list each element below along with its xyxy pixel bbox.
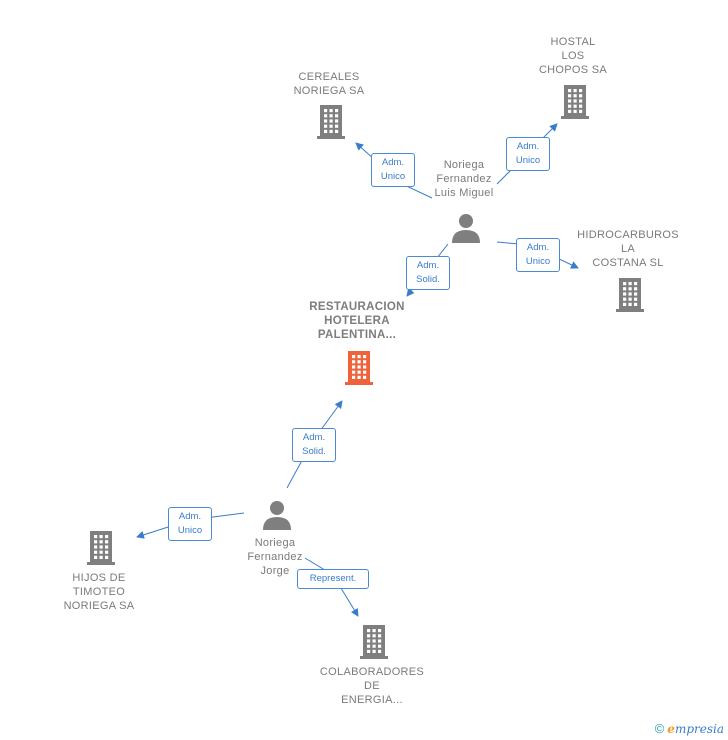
building-icon-colaboradores[interactable] (360, 625, 388, 659)
building-icon-hostal[interactable] (561, 85, 589, 119)
node-label-colaboradores[interactable]: COLABORADORES DE ENERGIA... (319, 666, 425, 706)
node-label-hostal[interactable]: HOSTAL LOS CHOPOS SA (538, 36, 608, 76)
building-icon-hidrocarburos[interactable] (616, 278, 644, 312)
edge-label-luis_miguel-to-cereales[interactable]: Adm. Unico (371, 153, 415, 187)
person-icon-luis_miguel[interactable] (452, 214, 480, 243)
edge-label-jorge-to-hijos[interactable]: Adm. Unico (168, 507, 212, 541)
edge-label-jorge-to-colaboradores[interactable]: Represent. (297, 569, 369, 589)
node-label-restauracion[interactable]: RESTAURACION HOTELERA PALENTINA... (309, 301, 405, 341)
building-icon-cereales[interactable] (317, 105, 345, 139)
edge-label-luis_miguel-to-restauracion[interactable]: Adm. Solid. (406, 256, 450, 290)
person-icon-jorge[interactable] (263, 501, 291, 530)
edge-label-luis_miguel-to-hostal[interactable]: Adm. Unico (506, 137, 550, 171)
copyright-mark: © (654, 721, 665, 736)
building-icon-restauracion[interactable] (345, 351, 373, 385)
building-icon-hijos[interactable] (87, 531, 115, 565)
edge-label-luis_miguel-to-hidrocarburos[interactable]: Adm. Unico (516, 238, 560, 272)
node-label-cereales[interactable]: CEREALES NORIEGA SA (293, 71, 365, 97)
node-label-jorge[interactable]: Noriega Fernandez Jorge (247, 537, 303, 577)
node-label-hijos[interactable]: HIJOS DE TIMOTEO NORIEGA SA (63, 572, 135, 612)
node-label-hidrocarburos[interactable]: HIDROCARBUROS LA COSTANA SL (577, 229, 679, 269)
edge-label-jorge-to-restauracion[interactable]: Adm. Solid. (292, 428, 336, 462)
footer-brand: ©empresia (655, 721, 724, 736)
brand-logo: empresia (667, 722, 724, 736)
node-label-luis_miguel[interactable]: Noriega Fernandez Luis Miguel (434, 159, 494, 199)
